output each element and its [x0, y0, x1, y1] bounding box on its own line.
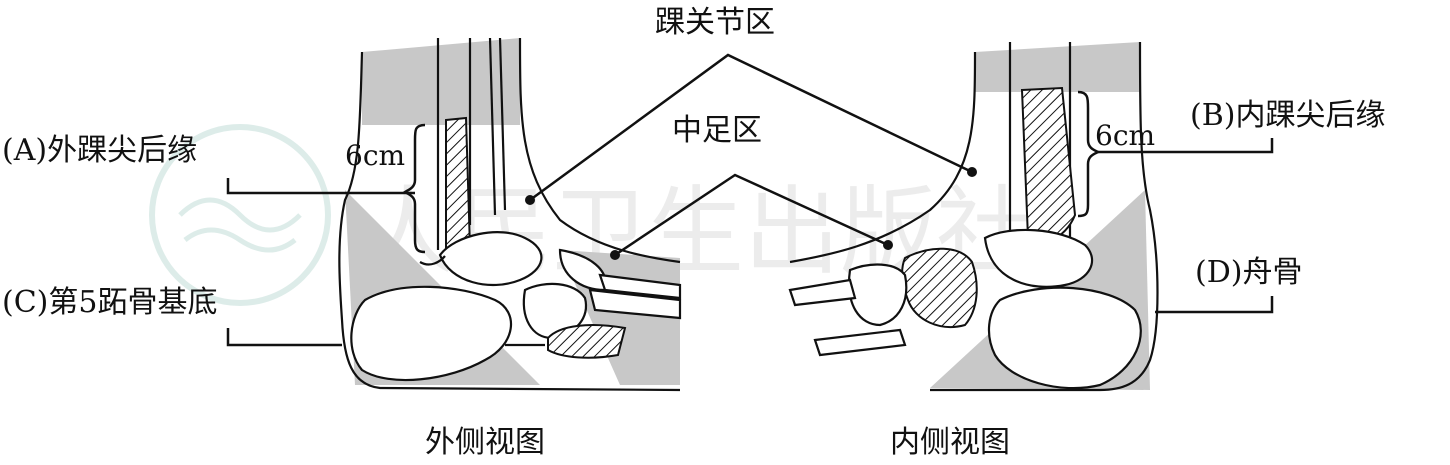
navicular-label: (D)舟骨 [1195, 255, 1302, 290]
medial-malleolus-hatch [1020, 86, 1077, 244]
medial-6cm-bracket [1077, 90, 1101, 218]
medial-dorsal-outline [789, 51, 977, 264]
navicular-leader [1155, 296, 1274, 314]
leader-lines [226, 53, 1274, 347]
calcaneus-bone [350, 285, 513, 382]
lateral-dorsal-outline [518, 37, 681, 264]
medial-malleolus-leader [1098, 138, 1274, 154]
midfoot-region-label: 中足区 [672, 113, 762, 148]
medial-view-caption: 内侧视图 [890, 425, 1010, 460]
medial-foot-outline [930, 41, 1159, 392]
lateral-ankle-shade [362, 38, 520, 125]
cuneiform-bone [847, 263, 908, 327]
lateral-view-figure [338, 37, 682, 392]
medial-distance-label: 6cm [1095, 119, 1155, 152]
fifth-metatarsal-label: (C)第5跖骨基底 [2, 285, 217, 320]
navicular-hatch [901, 247, 978, 328]
lateral-malleolus-label: (A)外踝尖后缘 [2, 133, 197, 168]
talus-bone [438, 231, 543, 287]
lateral-distance-label: 6cm [345, 139, 405, 172]
lateral-malleolus-leader [226, 178, 415, 195]
lateral-foot-outline [338, 51, 681, 392]
medial-talus-bone [983, 228, 1094, 288]
lateral-view-caption: 外侧视图 [425, 425, 545, 460]
cuboid-bone [522, 282, 588, 340]
medial-ankle-shade [975, 42, 1140, 92]
midfoot-region-leader [614, 173, 889, 257]
ankle-region-leader [529, 53, 973, 202]
fifth-metatarsal-leader [226, 328, 342, 347]
medial-malleolus-label: (B)内踝尖后缘 [1190, 98, 1385, 133]
medial-view-figure [788, 41, 1159, 392]
ankle-region-label: 踝关节区 [655, 5, 775, 40]
fifth-metatarsal-hatch [547, 324, 627, 359]
medial-calcaneus-bone [987, 286, 1142, 390]
